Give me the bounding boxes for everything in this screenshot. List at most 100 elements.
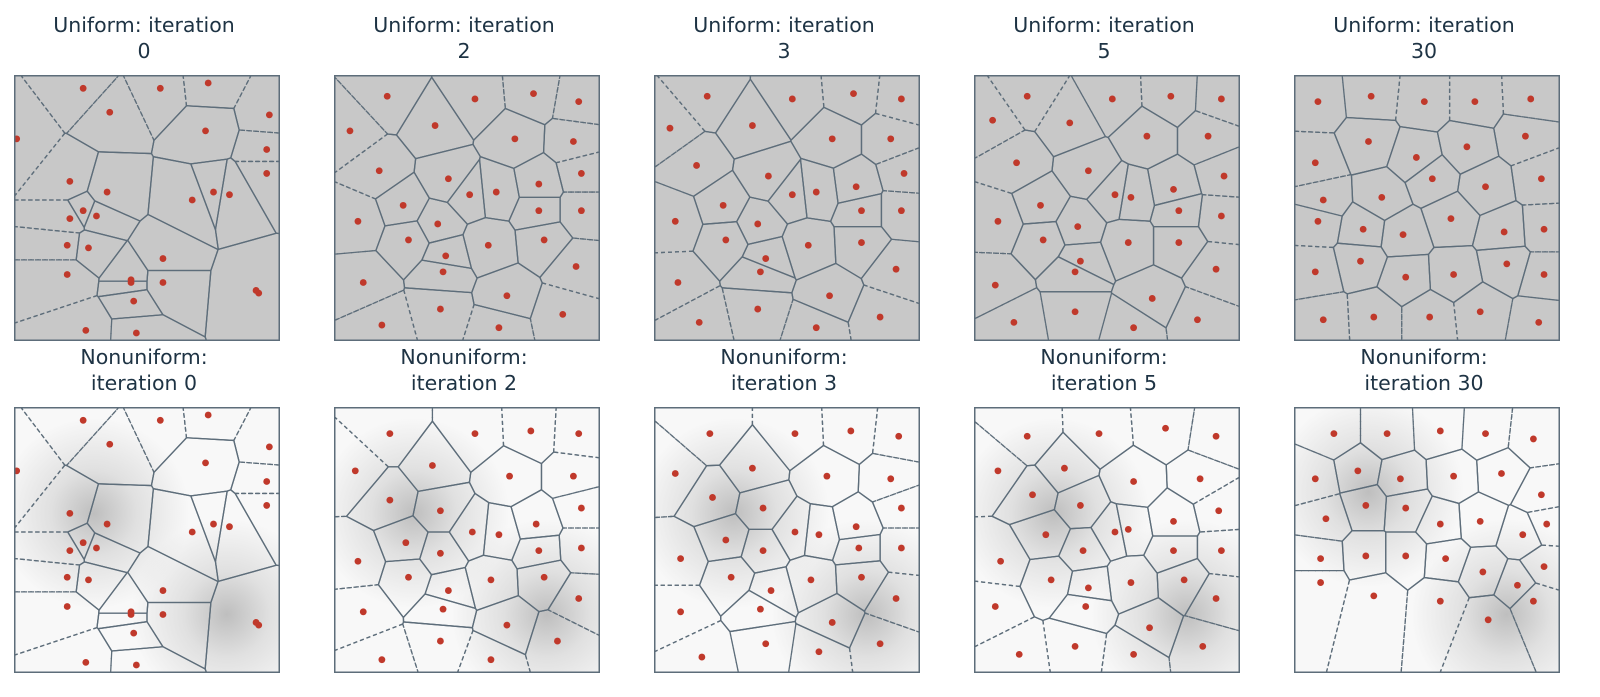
voronoi-edge (1049, 617, 1107, 635)
voronoi-edge (404, 287, 472, 294)
voronoi-edge (1177, 153, 1195, 166)
generator-point (554, 637, 561, 645)
voronoi-edge (517, 262, 541, 278)
voronoi-edge-unbounded (1097, 292, 1113, 341)
voronoi-edge (693, 169, 733, 197)
voronoi-edge (1111, 600, 1120, 615)
generator-point (359, 608, 367, 616)
generator-point (405, 236, 412, 244)
voronoi-edge-unbounded (547, 609, 600, 637)
generator-point (1319, 196, 1327, 204)
voronoi-edge (67, 531, 85, 560)
voronoi-edge-unbounded (334, 180, 376, 200)
voronoi-edge (464, 567, 477, 609)
voronoi-edge (1384, 203, 1414, 221)
voronoi-edge-unbounded (122, 75, 155, 141)
voronoi-edge-unbounded (820, 75, 825, 108)
generator-point (1061, 464, 1068, 472)
generator-point (1383, 430, 1391, 437)
voronoi-edge (1126, 554, 1144, 557)
voronoi-edge (860, 278, 865, 286)
voronoi-edge-unbounded (233, 407, 252, 441)
voronoi-edge (722, 287, 792, 294)
panel-title-nonuniform-5: Nonuniform:iteration 5 (1040, 345, 1168, 395)
voronoi-edge (1349, 572, 1386, 581)
generator-point (698, 653, 706, 661)
voronoi-edge (226, 157, 231, 160)
voronoi-edge (1177, 110, 1196, 128)
voronoi-edge (1098, 469, 1101, 476)
voronoi-edge-unbounded (882, 189, 920, 194)
voronoi-edge (1192, 504, 1201, 533)
panel-frame (14, 407, 280, 673)
voronoi-edge (714, 78, 751, 134)
generator-point (1399, 231, 1407, 239)
voronoi-edge-unbounded (654, 419, 708, 467)
voronoi-edge (94, 200, 141, 222)
generator-point (1540, 563, 1548, 570)
voronoi-edge-unbounded (974, 420, 1028, 467)
voronoi-edge (715, 132, 735, 160)
voronoi-edge (75, 232, 81, 260)
voronoi-edge (190, 495, 217, 562)
voronoi-edge (1427, 488, 1433, 497)
voronoi-edge (861, 112, 876, 126)
voronoi-edge-unbounded (570, 572, 600, 575)
generator-point (1514, 581, 1521, 589)
voronoi-edge (741, 244, 749, 258)
voronoi-edge (748, 589, 797, 618)
voronoi-edge (1114, 624, 1170, 659)
voronoi-edge (875, 164, 884, 191)
voronoi-edge (1055, 195, 1071, 222)
generator-point (1196, 475, 1204, 483)
voronoi-edge-unbounded (1294, 493, 1340, 507)
voronoi-edge (1521, 205, 1526, 247)
generator-point (858, 207, 865, 215)
generator-point (540, 236, 548, 244)
generator-point (159, 255, 167, 262)
voronoi-edge-unbounded (864, 612, 920, 634)
voronoi-edge (1034, 256, 1059, 281)
voronoi-edge (1157, 597, 1184, 617)
voronoi-edge (468, 472, 472, 483)
generator-point (1130, 478, 1137, 485)
voronoi-edge (1057, 256, 1115, 286)
generator-point (386, 430, 394, 437)
voronoi-edge (66, 464, 99, 485)
voronoi-edge (858, 452, 873, 465)
voronoi-edge (754, 566, 787, 574)
generator-point (855, 544, 863, 552)
voronoi-edge (1498, 155, 1512, 167)
voronoi-edge (1133, 444, 1167, 466)
voronoi-cells (14, 75, 280, 341)
generator-point (1127, 193, 1135, 201)
voronoi-edge-unbounded (529, 318, 536, 341)
voronoi-edge (478, 159, 487, 218)
generator-point (204, 411, 212, 419)
generator-point (405, 573, 412, 581)
voronoi-edge (1376, 484, 1387, 497)
generator-point (722, 536, 730, 544)
generator-point (1311, 268, 1319, 276)
voronoi-edge (424, 593, 476, 609)
voronoi-edge (1010, 253, 1036, 281)
voronoi-edge-unbounded (334, 623, 403, 652)
generator-point (1476, 308, 1484, 316)
voronoi-edge (190, 163, 217, 230)
voronoi-edge (1386, 166, 1406, 184)
generator-point (1484, 616, 1492, 624)
voronoi-edge-unbounded (1192, 476, 1240, 505)
voronoi-edge (127, 239, 149, 271)
generator-point (991, 281, 999, 289)
voronoi-edge (1019, 559, 1031, 587)
voronoi-edge (1036, 287, 1041, 293)
generator-point (429, 462, 436, 469)
voronoi-edge-unbounded (20, 407, 66, 466)
voronoi-edge (1493, 128, 1500, 157)
voronoi-edge-unbounded (1294, 534, 1343, 542)
voronoi-edge (1055, 221, 1066, 246)
generator-point (1522, 132, 1529, 140)
voronoi-edge (831, 506, 841, 540)
generator-point (1127, 579, 1135, 586)
